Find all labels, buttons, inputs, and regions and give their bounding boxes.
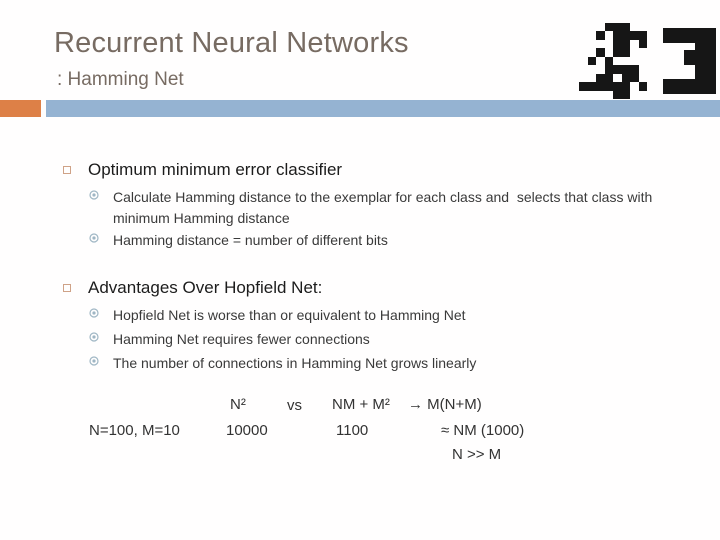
math-case-label: N=100, M=10 xyxy=(89,422,180,439)
level2-bullet-circle-icon xyxy=(89,308,99,318)
section-heading-advantages: Advantages Over Hopfield Net: xyxy=(88,278,323,297)
section-heading-optimum-classifier: Optimum minimum error classifier xyxy=(88,160,343,179)
level2-bullet-circle-icon xyxy=(89,332,99,342)
bullet-item-hopfield-worse: Hopfield Net is worse than or equivalent… xyxy=(113,307,466,323)
math-value-1100: 1100 xyxy=(336,422,369,439)
math-approx-nm: ≈ NM (1000) xyxy=(441,422,525,439)
level2-bullet-circle-icon xyxy=(89,356,99,366)
bullet-item-grows-linearly: The number of connections in Hamming Net… xyxy=(113,355,477,371)
math-nm-plus-m-squared: NM + M² xyxy=(332,396,390,413)
slide-title: Recurrent Neural Networks xyxy=(54,27,409,59)
bullet-item-fewer-connections: Hamming Net requires fewer connections xyxy=(113,331,370,347)
level2-bullet-circle-icon xyxy=(89,190,99,200)
math-arrow-m-n-plus-m: → M(N+M) xyxy=(408,396,482,413)
math-value-10000: 10000 xyxy=(226,422,268,439)
bullet-item-calculate-hamming-distance: Calculate Hamming distance to the exempl… xyxy=(113,189,657,226)
level1-bullet-square xyxy=(63,166,71,174)
level1-bullet-square xyxy=(63,284,71,292)
math-condition-n-much-greater-m: N >> M xyxy=(452,446,502,463)
math-vs-label: vs xyxy=(287,397,302,414)
math-n-squared: N² xyxy=(230,396,246,413)
digit-3-bitmap xyxy=(663,28,716,95)
accent-bar-blue xyxy=(46,100,720,117)
bullet-item-hamming-distance-definition: Hamming distance = number of different b… xyxy=(113,232,388,248)
accent-bar-orange xyxy=(0,100,41,117)
level2-bullet-circle-icon xyxy=(89,233,99,243)
noisy-digit-2-bitmap xyxy=(579,14,648,100)
slide-subtitle: : Hamming Net xyxy=(57,69,184,90)
